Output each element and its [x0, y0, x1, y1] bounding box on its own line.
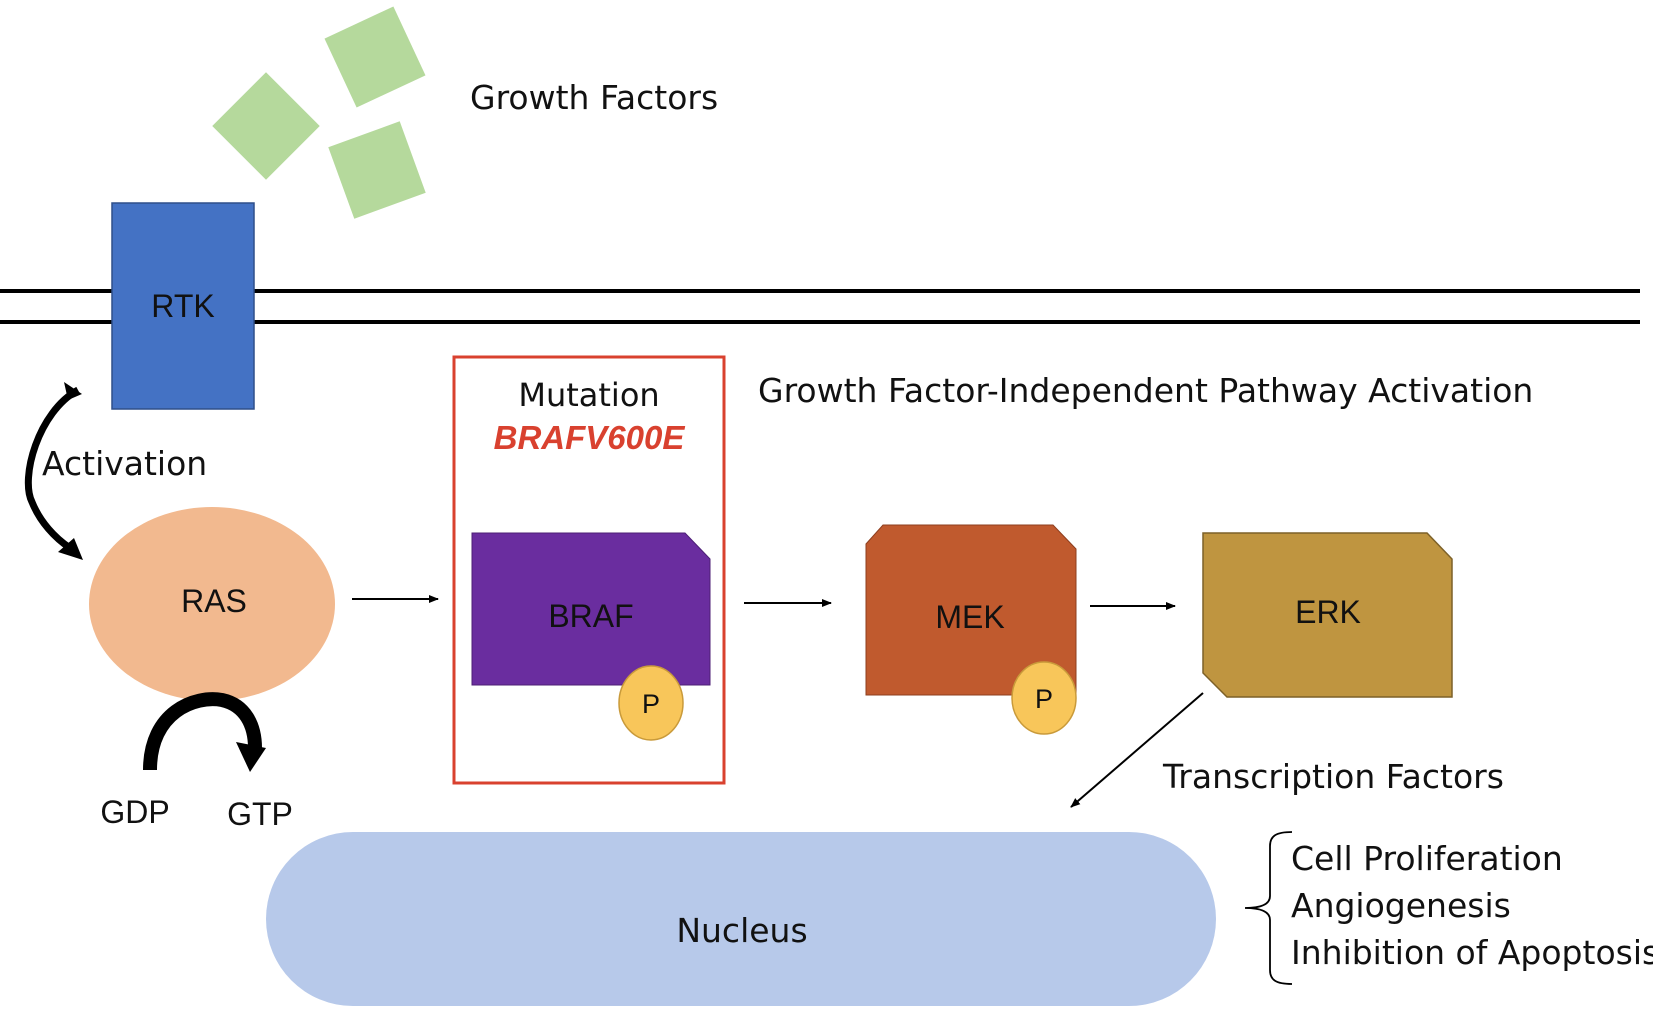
- braf-phosphate-badge: [618, 665, 684, 741]
- erk-label: ERK: [1295, 594, 1361, 630]
- gtp-label: GTP: [227, 796, 293, 832]
- rtk-receptor: [111, 202, 255, 410]
- erk-node: [1202, 532, 1453, 698]
- nucleus-label: Nucleus: [676, 911, 807, 950]
- independent-activation-label: Growth Factor-Independent Pathway Activa…: [758, 371, 1533, 410]
- activation-curve-arrow: [24, 386, 80, 551]
- activation-label: Activation: [42, 444, 207, 483]
- mek-label: MEK: [935, 599, 1004, 635]
- ras-label: RAS: [181, 583, 247, 619]
- growth-factor-molecules: [212, 6, 426, 219]
- gdp-label: GDP: [100, 794, 169, 830]
- mek-phosphate-badge: [1011, 661, 1077, 735]
- gdp-gtp-exchange-arrow: [143, 692, 262, 771]
- braf-label: BRAF: [548, 598, 633, 634]
- growth-factor-square: [212, 72, 320, 180]
- mutation-highlight-box: [452, 355, 726, 785]
- outcomes-brace-icon: [1244, 831, 1293, 985]
- ras-node: [89, 507, 335, 701]
- braf-node: [471, 532, 711, 686]
- transcription-factors-label: Transcription Factors: [1162, 757, 1504, 796]
- growth-factors-label: Growth Factors: [470, 78, 718, 117]
- nucleus: [266, 832, 1216, 1006]
- mutation-label: Mutation: [518, 376, 659, 414]
- outcome-item: Inhibition of Apoptosis: [1291, 933, 1653, 972]
- rtk-label: RTK: [151, 288, 214, 324]
- braf-phosphate-label: P: [642, 689, 660, 719]
- growth-factor-square: [328, 121, 426, 219]
- mutation-name-label: BRAFV600E: [494, 419, 686, 456]
- exchange-arrowhead-icon: [236, 742, 266, 772]
- outcome-item: Angiogenesis: [1291, 886, 1511, 925]
- erk-to-nucleus-arrow: [1070, 692, 1204, 808]
- outcome-item: Cell Proliferation: [1291, 839, 1563, 878]
- growth-factor-square: [324, 6, 426, 108]
- mek-phosphate-label: P: [1035, 684, 1053, 714]
